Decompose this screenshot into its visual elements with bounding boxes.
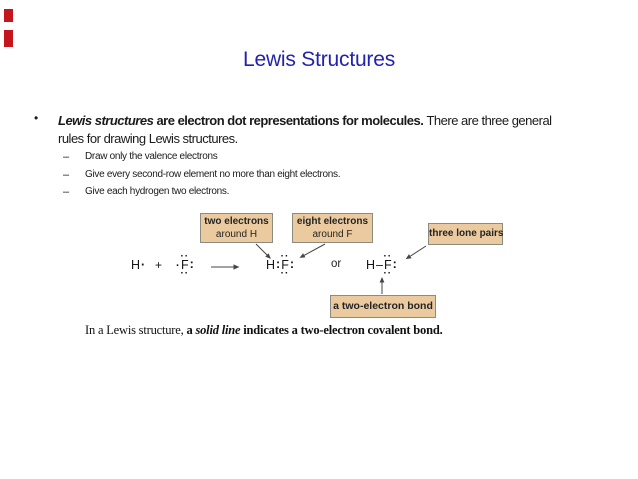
f-with-dots: ··F·· bbox=[383, 252, 392, 279]
callout-arrow-eight-electrons bbox=[299, 243, 326, 258]
f-symbol: F bbox=[281, 258, 289, 272]
dash-marker: – bbox=[63, 168, 69, 181]
f-with-dots: ··F·· bbox=[281, 252, 289, 279]
dash-marker: – bbox=[63, 151, 69, 163]
caption-bold: indicates a two-electron covalent bond. bbox=[240, 323, 443, 337]
callout-arrow-two-electrons bbox=[255, 243, 271, 259]
callout-arrow-three-lone-pairs bbox=[405, 245, 427, 260]
electron-pair-right: : bbox=[289, 257, 295, 271]
callout-text: two electrons bbox=[204, 216, 269, 227]
callout-box-three-lone-pairs: three lone pairs bbox=[428, 223, 503, 245]
callout-text: eight electrons bbox=[296, 216, 369, 227]
electron-pair-bottom: ·· bbox=[280, 268, 290, 279]
callout-text: around H bbox=[215, 229, 258, 240]
hf-dot-structure: H:··F··: bbox=[266, 252, 295, 279]
electron-pair-right: : bbox=[189, 257, 194, 271]
bullet-bold-text: are electron dot representations for mol… bbox=[153, 113, 427, 128]
hydrogen-reactant: H· bbox=[131, 258, 145, 272]
electron-pair-top: ·· bbox=[280, 251, 290, 262]
hf-line-structure: H–··F··: bbox=[366, 252, 397, 279]
fluorine-reactant: ···F··: bbox=[176, 252, 194, 279]
bullet-line-2: rules for drawing Lewis structures. bbox=[58, 130, 238, 146]
callout-text: around F bbox=[312, 229, 353, 240]
electron-pair-bottom: ·· bbox=[180, 268, 190, 279]
electron-dot-left: · bbox=[176, 260, 180, 272]
or-text: or bbox=[331, 258, 342, 270]
bond-line: – bbox=[376, 258, 383, 272]
electron-pair-top: ·· bbox=[383, 251, 393, 262]
h-symbol: H bbox=[366, 258, 376, 272]
h-symbol: H bbox=[131, 258, 141, 272]
electron-pair-bottom: ·· bbox=[383, 268, 393, 279]
callout-box-eight-electrons: eight electrons around F bbox=[292, 213, 373, 243]
term-lewis-structures: Lewis structures bbox=[58, 113, 154, 128]
sub-bullet-text: Draw only the valence electrons bbox=[85, 151, 218, 162]
slide-title: Lewis Structures bbox=[242, 48, 396, 71]
callout-box-two-electrons: two electrons around H bbox=[200, 213, 273, 243]
electron-pair-top: ·· bbox=[180, 251, 190, 262]
caption-normal: In a Lewis structure, bbox=[85, 323, 187, 337]
sub-bullet-text: Give every second-row element no more th… bbox=[85, 168, 341, 180]
dash-marker: – bbox=[63, 186, 69, 199]
electron-dot: · bbox=[141, 258, 146, 272]
sub-bullet-text: Give each hydrogen two electrons. bbox=[85, 186, 230, 198]
sub-bullet-item: – Give each hydrogen two electrons. bbox=[63, 186, 340, 204]
bonding-pair-colon: : bbox=[276, 257, 281, 271]
bullet-paragraph: Lewis structures are electron dot repres… bbox=[58, 112, 552, 147]
f-symbol: F bbox=[383, 258, 392, 272]
callout-box-two-electron-bond: a two-electron bond bbox=[330, 295, 436, 318]
f-symbol: F bbox=[181, 258, 189, 272]
red-accent-bar-top bbox=[4, 9, 13, 22]
figure-caption: In a Lewis structure, a solid line indic… bbox=[85, 323, 443, 338]
electron-pair-right: : bbox=[392, 257, 397, 271]
caption-bold: a bbox=[186, 323, 196, 337]
sub-bullet-item: – Draw only the valence electrons bbox=[63, 151, 340, 169]
bullet-marker: • bbox=[34, 111, 39, 125]
plus-sign: + bbox=[155, 258, 163, 272]
red-accent-bar-bottom bbox=[4, 30, 13, 47]
h-symbol: H bbox=[266, 258, 276, 272]
bullet-regular-text: There are three general bbox=[426, 113, 552, 128]
f-with-dots: ···F·· bbox=[176, 252, 189, 279]
caption-bold-italic: solid line bbox=[195, 323, 241, 337]
sub-bullet-item: – Give every second-row element no more … bbox=[63, 168, 341, 187]
bullet-line-1: Lewis structures are electron dot repres… bbox=[58, 112, 552, 130]
sub-bullet-list: – Draw only the valence electrons – Give… bbox=[63, 151, 341, 204]
